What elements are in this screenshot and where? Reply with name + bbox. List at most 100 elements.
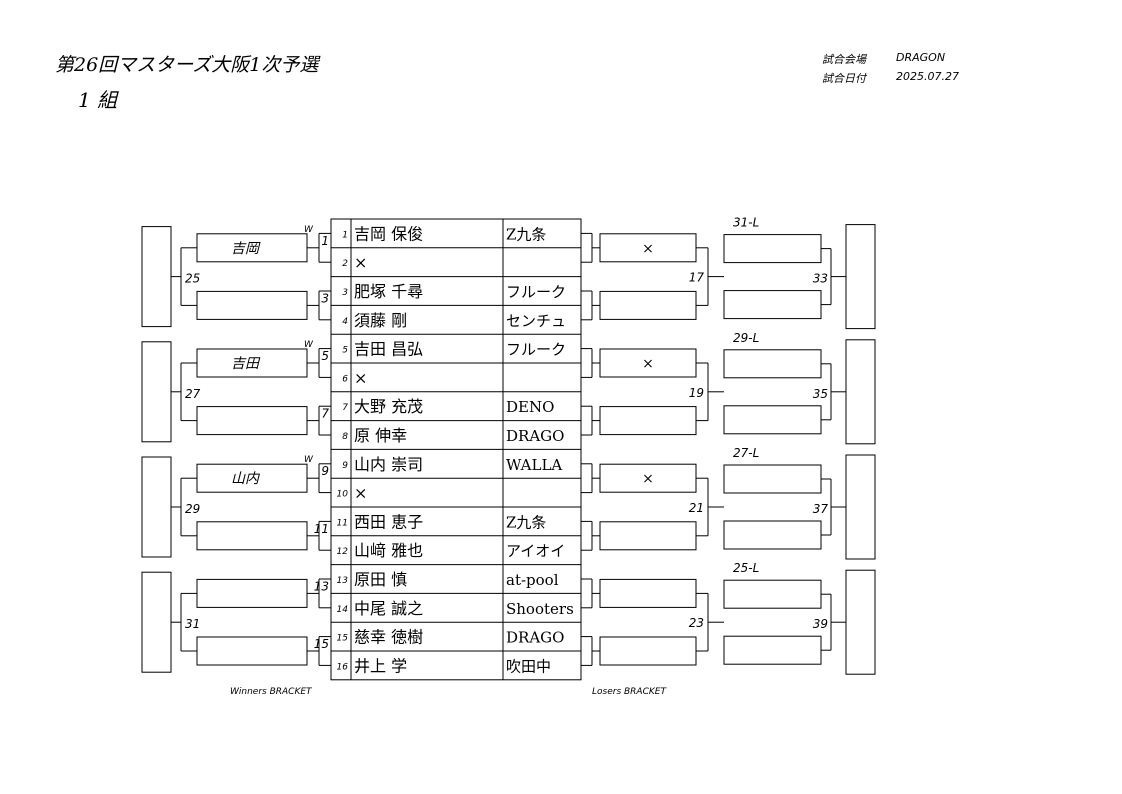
winner-final-box — [141, 341, 172, 443]
loser-round2-number: 37 — [813, 502, 829, 516]
winner-final-box — [141, 456, 172, 558]
loser-round1-number: 17 — [689, 271, 705, 285]
player-team: Shooters — [506, 600, 574, 618]
winner-result-box — [196, 290, 308, 320]
player-name: 吉田 昌弘 — [354, 340, 423, 359]
winner-result-text: 山内 — [231, 471, 260, 487]
player-team: フルーク — [506, 341, 566, 359]
player-name: 中尾 誠之 — [354, 599, 423, 618]
player-name: × — [354, 484, 367, 503]
loser-round1-number: 21 — [689, 501, 704, 515]
round2-number: 25 — [185, 272, 200, 286]
loser-entry-box — [723, 290, 822, 320]
date-value: 2025.07.27 — [896, 70, 959, 83]
winner-final-box — [141, 571, 172, 673]
player-seed: 9 — [342, 461, 348, 471]
player-name: 肥塚 千尋 — [354, 282, 423, 301]
loser-result-box — [599, 578, 697, 608]
player-seed: 5 — [342, 346, 348, 356]
winner-result-text: 吉田 — [231, 356, 261, 372]
loser-entry-box — [723, 405, 822, 435]
walkover-marker: W — [304, 455, 314, 465]
match-number: 3 — [321, 291, 329, 305]
player-seed: 3 — [342, 288, 348, 298]
round2-number: 29 — [185, 502, 200, 516]
player-team: DRAGO — [506, 629, 564, 647]
player-seed: 15 — [337, 634, 349, 644]
incoming-loser-label: 29-L — [733, 331, 759, 345]
player-team: WALLA — [506, 456, 562, 474]
incoming-loser-label: 25-L — [733, 561, 759, 575]
match-number: 5 — [321, 349, 329, 363]
loser-result-text: × — [642, 356, 654, 372]
winner-final-box — [141, 226, 172, 328]
venue-value: DRAGON — [896, 51, 946, 64]
player-name: 山内 崇司 — [354, 455, 423, 474]
player-team: アイオイ — [506, 542, 565, 560]
incoming-loser-label: 31-L — [733, 216, 759, 230]
loser-round2-number: 35 — [813, 387, 828, 401]
player-name: 須藤 剛 — [354, 311, 407, 330]
round2-number: 31 — [185, 617, 200, 631]
losers-bracket-label: Losers BRACKET — [592, 687, 666, 697]
match-number: 1 — [321, 234, 329, 248]
player-seed: 2 — [342, 259, 348, 269]
tournament-title: 第26回マスターズ大阪1次予選 — [55, 54, 319, 76]
round2-number: 27 — [185, 387, 201, 401]
player-seed: 8 — [342, 432, 348, 442]
player-name: 山﨑 雅也 — [354, 541, 423, 560]
player-name: 原田 慎 — [354, 570, 407, 589]
match-number: 13 — [314, 579, 329, 593]
loser-entry-box — [723, 349, 822, 379]
winner-result-box — [196, 406, 308, 436]
loser-result-text: × — [642, 471, 654, 487]
loser-entry-box — [723, 579, 822, 609]
player-seed: 16 — [337, 662, 349, 672]
loser-result-box — [599, 636, 697, 666]
match-number: 7 — [321, 407, 329, 421]
player-seed: 13 — [337, 576, 349, 586]
loser-round1-number: 23 — [689, 616, 704, 630]
player-team: DRAGO — [506, 427, 564, 445]
loser-result-box — [599, 406, 697, 436]
player-team: センチュ — [506, 312, 566, 330]
player-team: 吹田中 — [506, 657, 551, 675]
venue-label: 試合会場 — [822, 53, 866, 66]
loser-round1-number: 19 — [689, 386, 704, 400]
winners-bracket-label: Winners BRACKET — [230, 687, 312, 697]
player-name: 井上 学 — [354, 656, 407, 675]
date-label: 試合日付 — [822, 72, 866, 85]
winner-result-box — [196, 636, 308, 666]
player-team: Z九条 — [506, 225, 546, 243]
player-team: Z九条 — [506, 513, 546, 531]
player-name: 慈幸 徳樹 — [354, 628, 423, 647]
loser-round2-number: 33 — [813, 272, 828, 286]
walkover-marker: W — [304, 225, 314, 235]
player-name: × — [354, 368, 367, 387]
player-seed: 7 — [342, 403, 348, 413]
loser-final-box — [845, 454, 876, 560]
loser-result-box — [599, 290, 697, 320]
loser-entry-box — [723, 520, 822, 550]
player-seed: 12 — [337, 547, 349, 557]
loser-entry-box — [723, 635, 822, 665]
match-number: 9 — [321, 464, 329, 478]
player-name: 吉岡 保俊 — [354, 224, 423, 243]
player-name: × — [354, 253, 367, 272]
player-seed: 10 — [337, 490, 349, 500]
loser-final-box — [845, 224, 876, 330]
winner-result-text: 吉岡 — [231, 241, 261, 257]
player-team: フルーク — [506, 283, 566, 301]
match-number: 15 — [314, 637, 329, 651]
winner-result-box — [196, 578, 308, 608]
loser-round2-number: 39 — [813, 617, 828, 631]
player-seed: 14 — [337, 605, 349, 615]
player-name: 西田 恵子 — [354, 512, 423, 531]
player-seed: 4 — [342, 317, 348, 327]
loser-entry-box — [723, 464, 822, 494]
incoming-loser-label: 27-L — [733, 446, 759, 460]
loser-result-box — [599, 521, 697, 551]
player-seed: 11 — [337, 518, 348, 528]
player-name: 原 伸幸 — [354, 426, 407, 445]
